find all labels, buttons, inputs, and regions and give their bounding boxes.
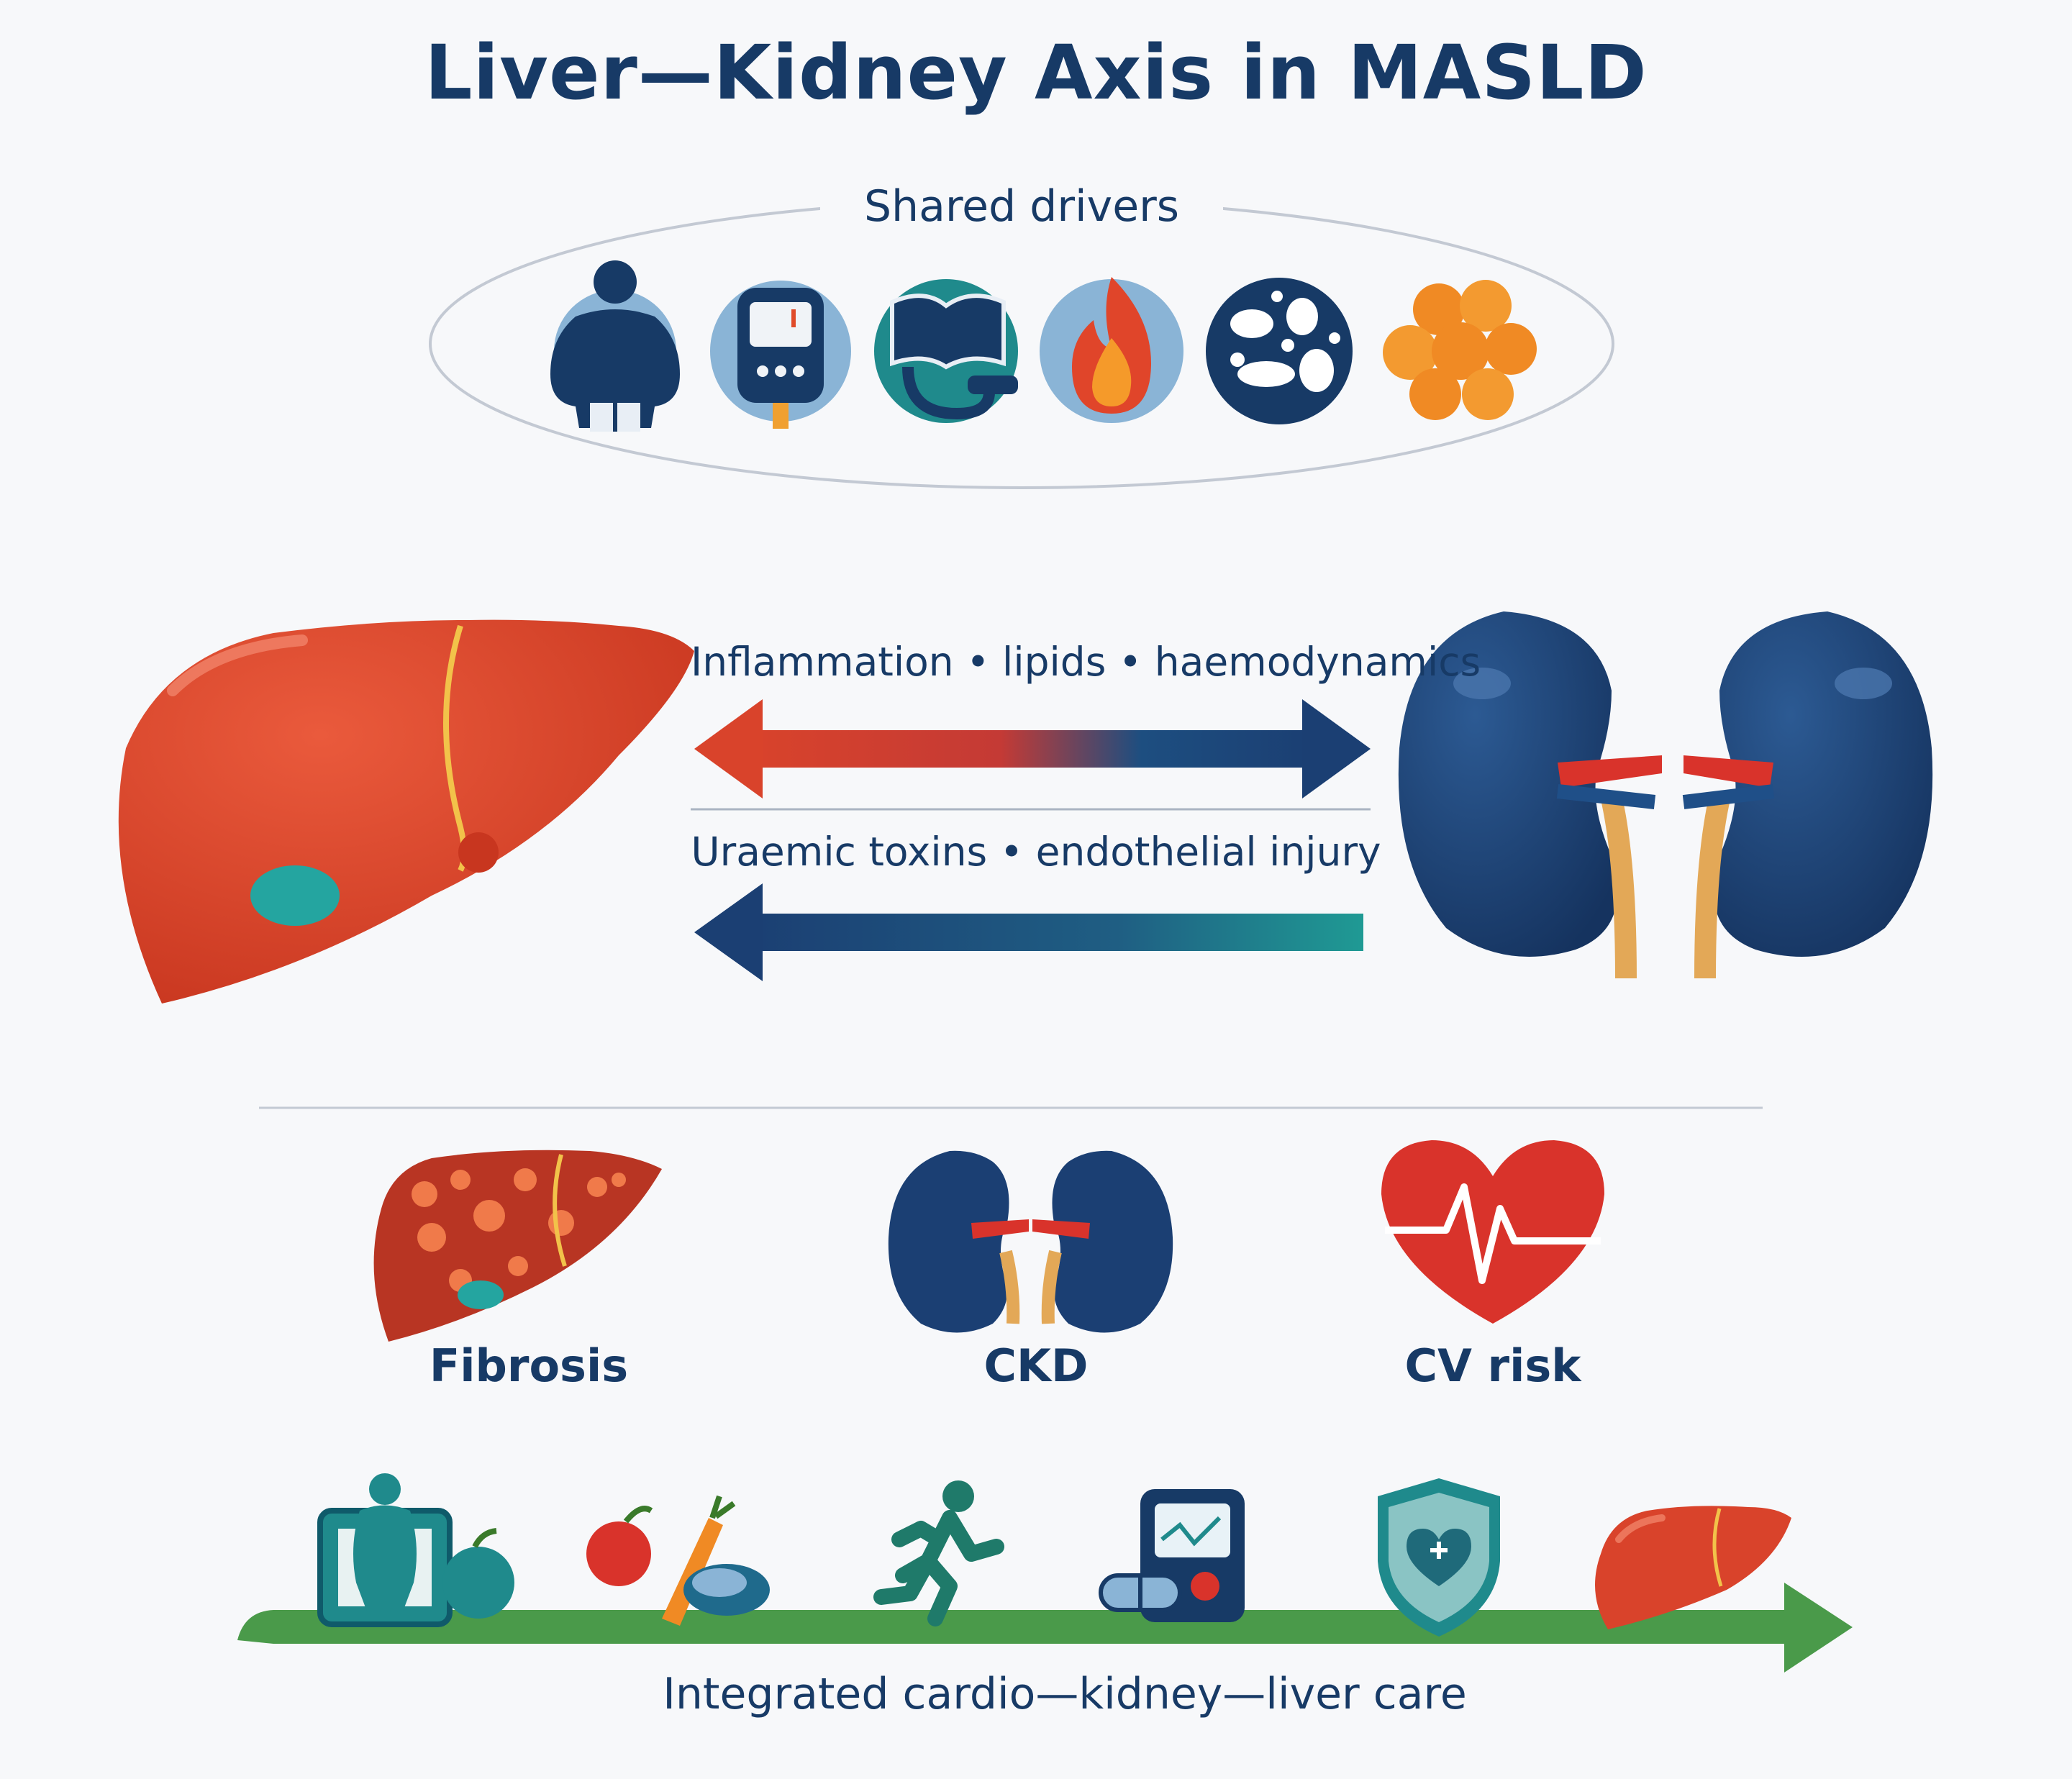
medication-monitor-icon — [1099, 1489, 1245, 1622]
shared-drivers-label: Shared drivers — [820, 181, 1223, 232]
gut-microbiome-icon — [1206, 278, 1353, 424]
glucose-meter-icon — [710, 281, 851, 429]
outcome-cv-risk-label: CV risk — [1404, 1339, 1581, 1392]
large-kidneys-illustration — [1398, 611, 1933, 979]
running-person-icon — [873, 1480, 1004, 1626]
outcome-fibrosis-label: Fibrosis — [429, 1339, 629, 1392]
heart-shield-icon — [1378, 1478, 1500, 1637]
large-liver-illustration — [118, 619, 694, 1004]
page-title: Liver—Kidney Axis in MASLD — [424, 29, 1648, 117]
fibrotic-liver-icon — [373, 1150, 662, 1342]
liver-to-kidney-label: Inflammation • lipids • haemodynamics — [691, 639, 1481, 685]
weight-scale-icon — [317, 1473, 514, 1627]
healthy-liver-icon — [1595, 1506, 1791, 1629]
adipocytes-icon — [1383, 280, 1537, 420]
healthy-food-icon — [586, 1495, 770, 1626]
kidneys-icon — [888, 1150, 1173, 1333]
heart-ecg-icon — [1381, 1140, 1604, 1324]
care-pathway-label: Integrated cardio—kidney—liver care — [663, 1669, 1467, 1719]
inflammation-flame-icon — [1040, 277, 1183, 423]
kidney-to-liver-label: Uraemic toxins • endothelial injury — [691, 829, 1381, 875]
kidney-liver-arrow-bottom — [694, 883, 1363, 981]
care-pathway-arrow — [237, 1583, 1853, 1673]
obesity-icon — [550, 260, 680, 432]
outcome-ckd-label: CKD — [983, 1339, 1089, 1392]
blood-pressure-cuff-icon — [874, 279, 1018, 423]
liver-kidney-arrow-top — [694, 699, 1371, 798]
